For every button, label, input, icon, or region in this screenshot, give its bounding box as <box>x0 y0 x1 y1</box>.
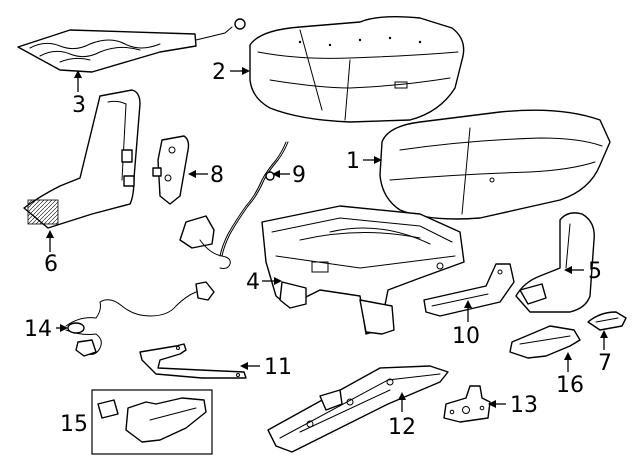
part-11-rod[interactable] <box>139 343 247 379</box>
callout-16: 16 <box>556 373 584 398</box>
part-2-cushion-cover[interactable] <box>249 15 465 123</box>
callout-14: 14 <box>24 317 52 342</box>
callout-12: 12 <box>388 415 416 440</box>
leaders <box>46 67 608 412</box>
part-15-kit[interactable] <box>91 389 213 455</box>
callout-6: 6 <box>44 252 58 277</box>
part-12-seat-track[interactable] <box>267 365 449 453</box>
callout-15: 15 <box>60 412 88 437</box>
part-9-wire-harness[interactable] <box>179 141 289 269</box>
callout-3: 3 <box>72 93 86 118</box>
part-10-handle[interactable] <box>423 263 515 317</box>
part-8-bracket[interactable] <box>152 135 190 205</box>
callout-13: 13 <box>510 393 538 418</box>
part-5-inner-shield[interactable] <box>515 212 595 313</box>
part-1-cushion-pad[interactable] <box>379 109 611 220</box>
callout-9: 9 <box>292 163 306 188</box>
callout-1: 1 <box>346 149 360 174</box>
callout-11: 11 <box>264 355 292 380</box>
part-4-seat-frame[interactable] <box>261 205 465 335</box>
callout-10: 10 <box>452 324 480 349</box>
part-13-latch[interactable] <box>443 385 491 423</box>
callout-5: 5 <box>588 259 602 284</box>
part-16-cover[interactable] <box>509 325 581 359</box>
part-7-trim-cap[interactable] <box>587 311 627 331</box>
part-14-wire-harness[interactable] <box>65 281 215 357</box>
callout-7: 7 <box>598 351 612 376</box>
callout-2: 2 <box>212 60 226 85</box>
callout-4: 4 <box>246 270 260 295</box>
part-3-heater-pad[interactable] <box>17 18 246 73</box>
callout-8: 8 <box>210 163 224 188</box>
part-6-side-shield[interactable] <box>23 89 141 229</box>
